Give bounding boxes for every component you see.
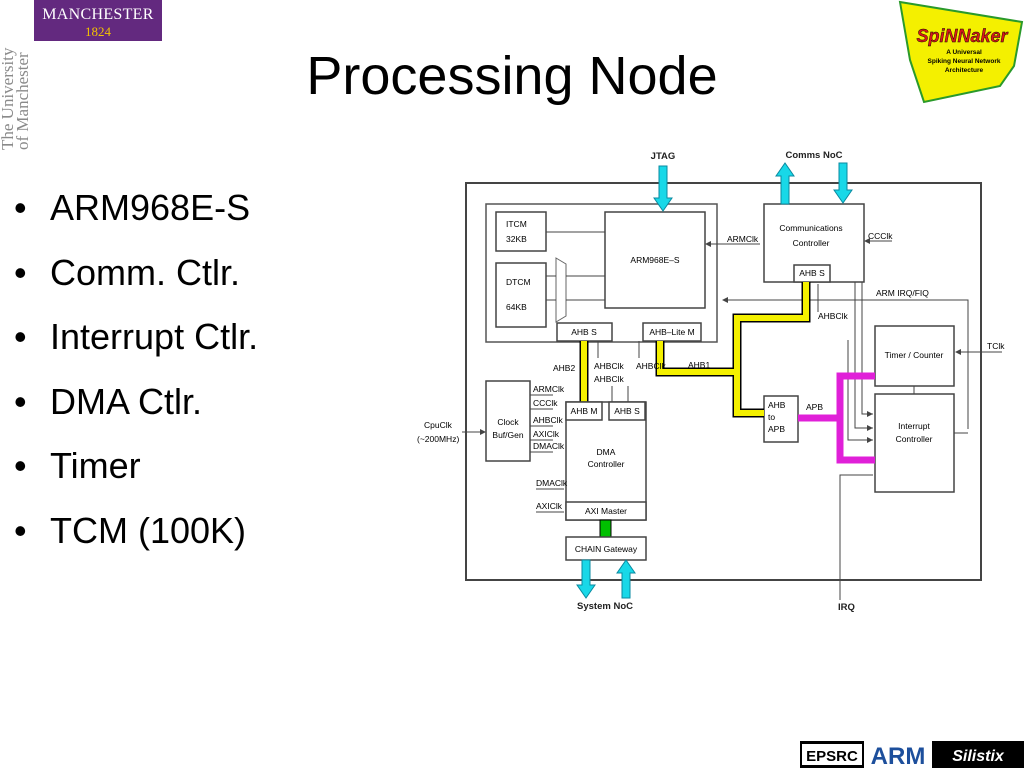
silistix-logo: Silistix [952,748,1005,765]
arm-irq-label: ARM IRQ/FIQ [876,288,929,298]
apb-bus [798,372,875,464]
ahb1-label: AHB1 [688,360,710,370]
ahb2-label: AHB2 [553,363,575,373]
dmaclk-label: DMAClk [536,478,568,488]
noc-arrows [576,162,853,599]
tcm-mux [555,257,567,323]
comms-controller-label-1: Communications [779,223,842,233]
arm-logo: ARM [871,743,926,768]
ahbclk-label-2: AHBClk [636,361,667,371]
ahbclk-comms-label: AHBClk [818,311,849,321]
axi-master-label: AXI Master [585,506,627,516]
manchester-logo-word: MANCHESTER [42,6,154,23]
epsrc-logo: EPSRC [806,748,858,765]
interrupt-controller-label-1: Interrupt [898,421,930,431]
manchester-logo: MANCHESTER 1824 [34,0,162,41]
cpu-ahb-s-label: AHB S [571,327,597,337]
dma-controller-label-1: DMA [597,447,616,457]
spinnaker-logo-text: SpiNNaker [916,26,1008,46]
apb-inline-label: APB [768,424,785,434]
chain-link [599,519,612,538]
ahbclk-label-3: AHBClk [594,374,625,384]
bullet-item: •DMA Ctlr. [14,380,203,422]
processing-node-diagram: ITCM 32KB DTCM 64KB ARM968E–S AHB S AHB–… [417,150,1005,613]
clock-label-1: Clock [497,417,519,427]
jtag-label: JTAG [651,151,676,162]
svg-text:CCClk: CCClk [533,398,558,408]
itcm-size: 32KB [506,234,527,244]
svg-text:AXIClk: AXIClk [533,429,560,439]
dma-ahb-s-label: AHB S [614,406,640,416]
clock-buf-gen-block [485,380,531,462]
clock-label-2: Buf/Gen [492,430,523,440]
arm968e-s-block [604,211,706,309]
dtcm-block [495,262,547,328]
bullet-item: •ARM968E-S [14,187,251,228]
dma-controller-label-2: Controller [588,459,625,469]
bullet-item: •TCM (100K) [14,509,247,551]
svg-text:ARMClk: ARMClk [533,384,565,394]
interrupt-controller-label-2: Controller [896,434,933,444]
chain-gateway-block [565,536,647,561]
comms-ahb-s-label: AHB S [799,268,825,278]
irq-out-line [839,474,873,600]
ahbclk-label-1: AHBClk [594,361,625,371]
tcm-links [546,231,605,301]
spinnaker-logo: SpiNNaker A Universal Spiking Neural Net… [898,0,1024,104]
bullet-item: •Comm. Ctlr. [14,251,241,293]
spinnaker-sub-1: A Universal [946,49,982,56]
itcm-label: ITCM [506,219,527,229]
arm968e-s-label: ARM968E–S [630,255,679,265]
bullet-item: •Timer [14,445,141,487]
timer-counter-block [874,325,955,387]
spinnaker-sub-2: Spiking Neural Network [928,58,1001,65]
tclk-label: TClk [987,341,1005,351]
chain-gateway-label: CHAIN Gateway [575,544,638,554]
dma-ahb-s-port [608,401,646,421]
comms-controller-label-2: Controller [793,238,830,248]
spinnaker-sub-3: Architecture [945,67,984,74]
slide-title: Processing Node [306,46,718,106]
dtcm-label: DTCM [506,277,531,287]
clock-outputs: ARMClk CCClk AHBClk AXIClk DMAClk [530,384,565,453]
ahbclk-arrows [597,341,640,403]
dma-ahb-m-label: AHB M [571,406,598,416]
dma-ahb-m-port [565,401,603,421]
apb-label: APB [806,402,823,412]
ahb-to-apb-label-2: to [768,412,775,422]
svg-text:AHBClk: AHBClk [533,415,564,425]
svg-text:DMAClk: DMAClk [533,441,565,451]
comms-ahb-s-port [793,264,831,283]
ahb1-bus [657,282,809,416]
irq-label: IRQ [838,602,855,613]
timer-counter-label: Timer / Counter [885,350,944,360]
cpuclk-freq-label: (~200MHz) [417,434,459,444]
dtcm-size: 64KB [506,302,527,312]
comms-noc-label: Comms NoC [785,150,842,161]
cpu-subsystem-box [485,203,718,343]
cpuclk-label: CpuClk [424,420,453,430]
cpu-ahb-lite-m-label: AHB–Lite M [649,327,694,337]
system-noc-label: System NoC [577,601,633,612]
axiclk-label: AXIClk [536,501,563,511]
itcm-block [495,211,547,252]
manchester-logo-year: 1824 [85,24,111,39]
dma-controller-block [565,401,647,521]
cpu-ahb-lite-m-port [642,322,702,342]
footer-logos: EPSRC ARM Silistix [800,741,1024,768]
bullet-list: •ARM968E-S •Comm. Ctlr. •Interrupt Ctlr.… [14,186,258,574]
interrupt-controller-block [874,393,955,493]
cccLk-comms-label: CCClk [868,231,893,241]
bullet-item: •Interrupt Ctlr. [14,316,259,358]
ahb-to-apb-label-1: AHB [768,400,786,410]
armclk-cpu-label: ARMClk [727,234,759,244]
